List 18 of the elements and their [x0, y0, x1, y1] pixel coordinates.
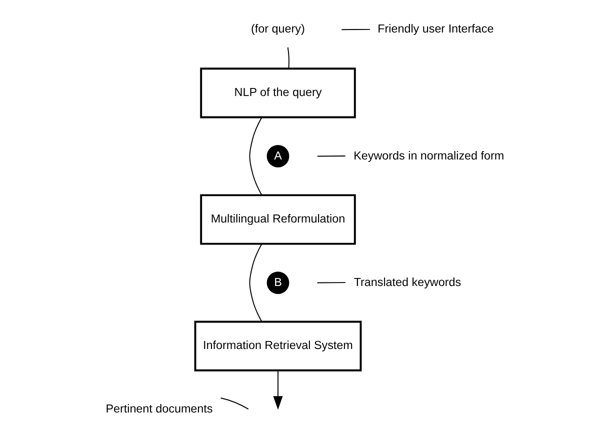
- node-text: (for query): [251, 22, 305, 36]
- arrow: [273, 370, 283, 410]
- node-text: Keywords in normalized form: [354, 149, 504, 162]
- node-text: Pertinent documents: [106, 402, 213, 416]
- connector: [316, 156, 346, 157]
- connector: [316, 282, 346, 284]
- connector: [287, 46, 290, 70]
- connector: [341, 28, 370, 30]
- node-box: Multilingual Reformulation: [200, 194, 356, 245]
- node-box: NLP of the query: [200, 68, 356, 118]
- node-box: Information Retrieval System: [194, 320, 362, 372]
- connector: [249, 244, 262, 322]
- node-text: Translated keywords: [354, 276, 462, 289]
- node-circle: A: [266, 145, 290, 168]
- connector: [249, 117, 262, 196]
- node-circle: B: [266, 272, 290, 294]
- connector: [220, 398, 249, 410]
- node-text: Friendly user Interface: [378, 22, 494, 36]
